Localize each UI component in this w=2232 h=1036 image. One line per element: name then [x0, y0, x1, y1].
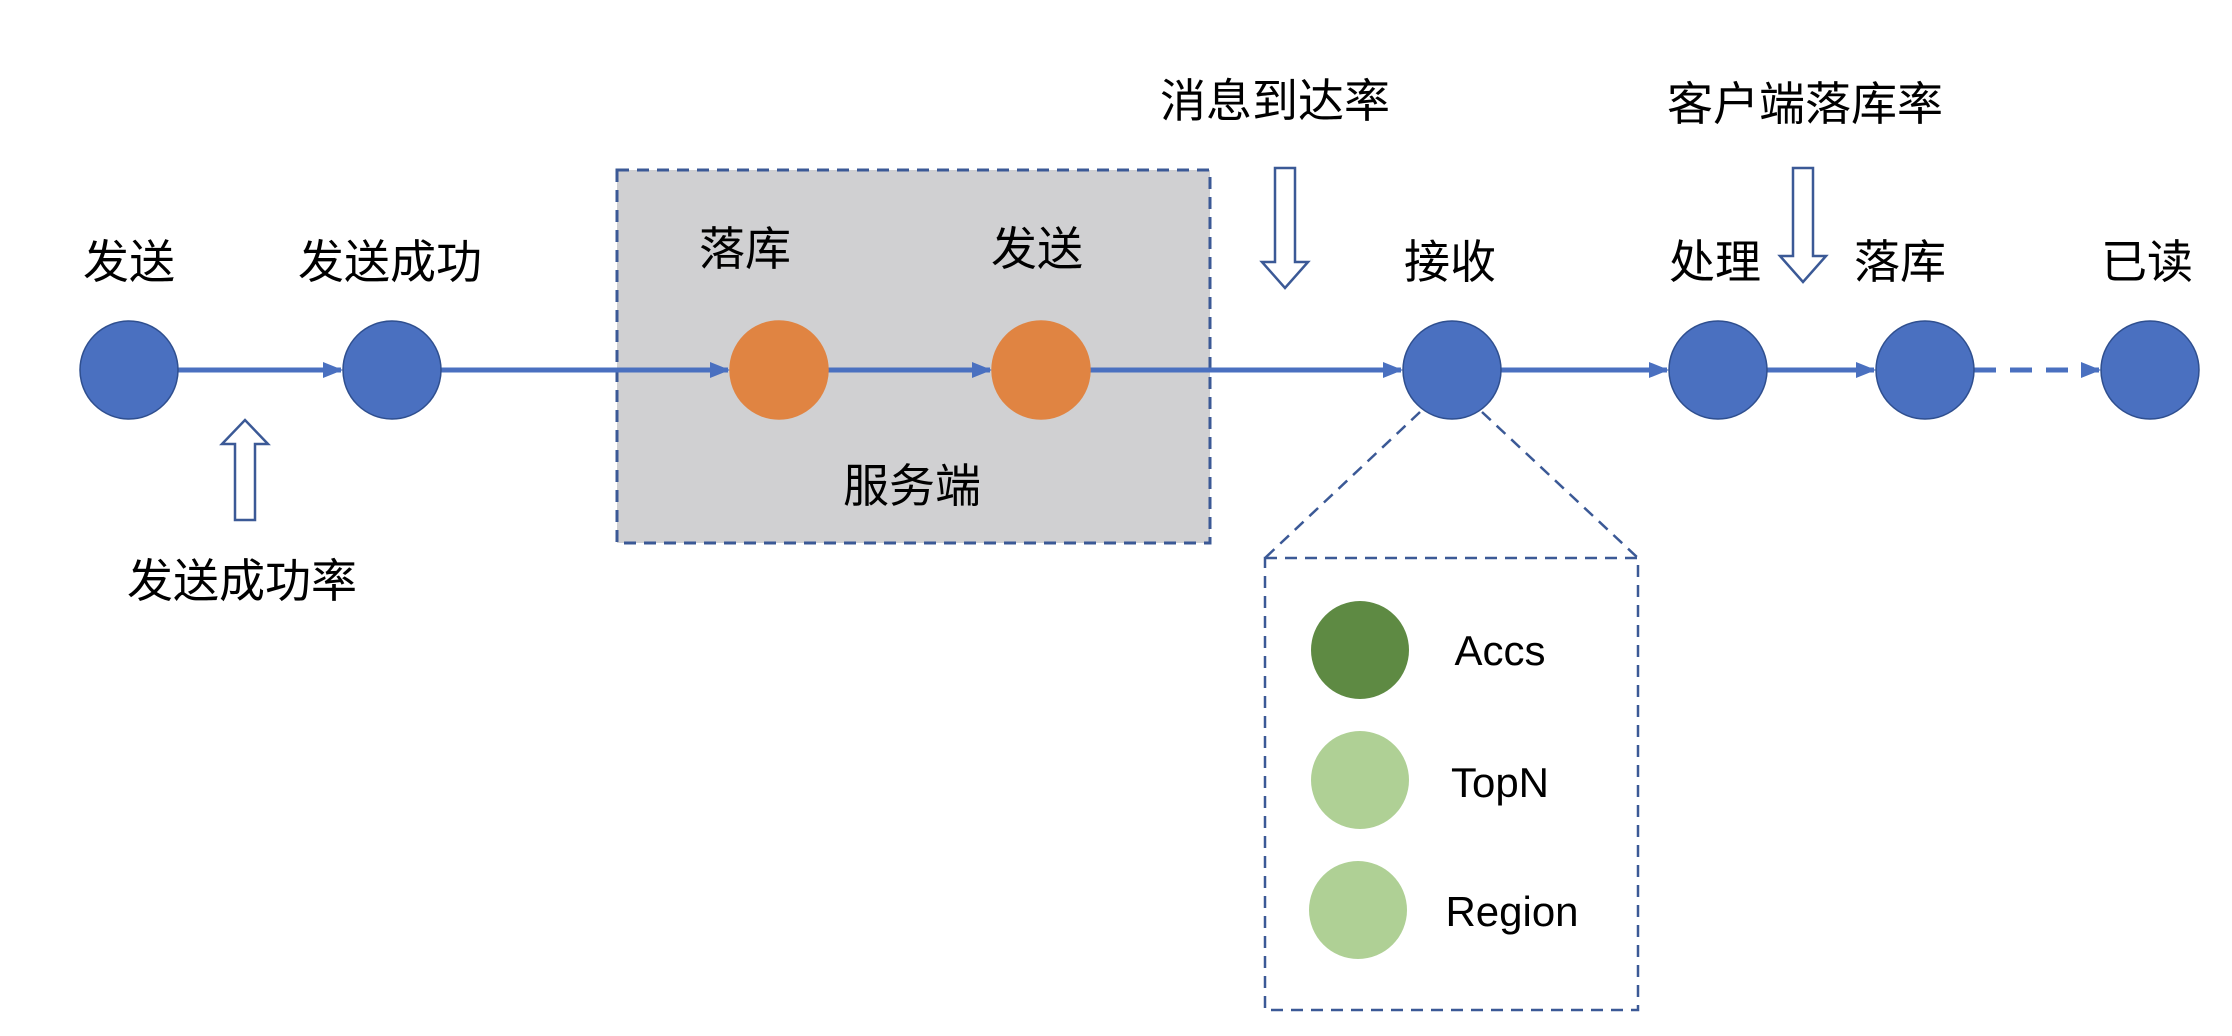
stage-label-send: 发送	[83, 235, 175, 289]
stage-label-server-store: 落库	[699, 222, 791, 276]
client-store-rate-arrow	[1777, 166, 1829, 284]
detail-zoom-line-right	[1481, 411, 1639, 559]
receive-detail-items: Accs TopN Region	[1309, 601, 1579, 959]
stage-node-read	[2100, 320, 2200, 420]
stage-node-receive	[1402, 320, 1502, 420]
stage-label-send-success: 发送成功	[298, 235, 482, 289]
accs-label: Accs	[1454, 627, 1545, 674]
stage-label-receive: 接收	[1404, 235, 1496, 289]
stage-label-process: 处理	[1669, 235, 1761, 289]
stage-node-process	[1668, 320, 1768, 420]
arrival-rate-label: 消息到达率	[1160, 74, 1390, 128]
stage-label-client-store: 落库	[1854, 235, 1946, 289]
send-success-rate-arrow	[219, 418, 271, 522]
send-success-rate-label: 发送成功率	[127, 554, 357, 608]
server-box	[615, 168, 1212, 545]
stage-labels: 发送 发送成功 落库 发送 接收 处理 落库 已读	[83, 222, 2193, 289]
stage-node-server-send	[991, 320, 1091, 420]
topn-node	[1311, 731, 1409, 829]
region-node	[1309, 861, 1407, 959]
stage-node-server-store	[729, 320, 829, 420]
stage-node-client-store	[1875, 320, 1975, 420]
stage-label-server-send: 发送	[991, 222, 1083, 276]
stage-node-send-success	[342, 320, 442, 420]
client-store-rate-label: 客户端落库率	[1667, 77, 1943, 131]
topn-label: TopN	[1451, 759, 1549, 806]
flow-nodes	[79, 320, 2200, 420]
stage-label-read: 已读	[2101, 235, 2193, 289]
stage-node-send	[79, 320, 179, 420]
arrival-rate-arrow	[1259, 166, 1311, 290]
region-label: Region	[1445, 888, 1578, 935]
accs-node	[1311, 601, 1409, 699]
detail-zoom-line-left	[1264, 411, 1421, 559]
server-box-label: 服务端	[843, 459, 981, 513]
